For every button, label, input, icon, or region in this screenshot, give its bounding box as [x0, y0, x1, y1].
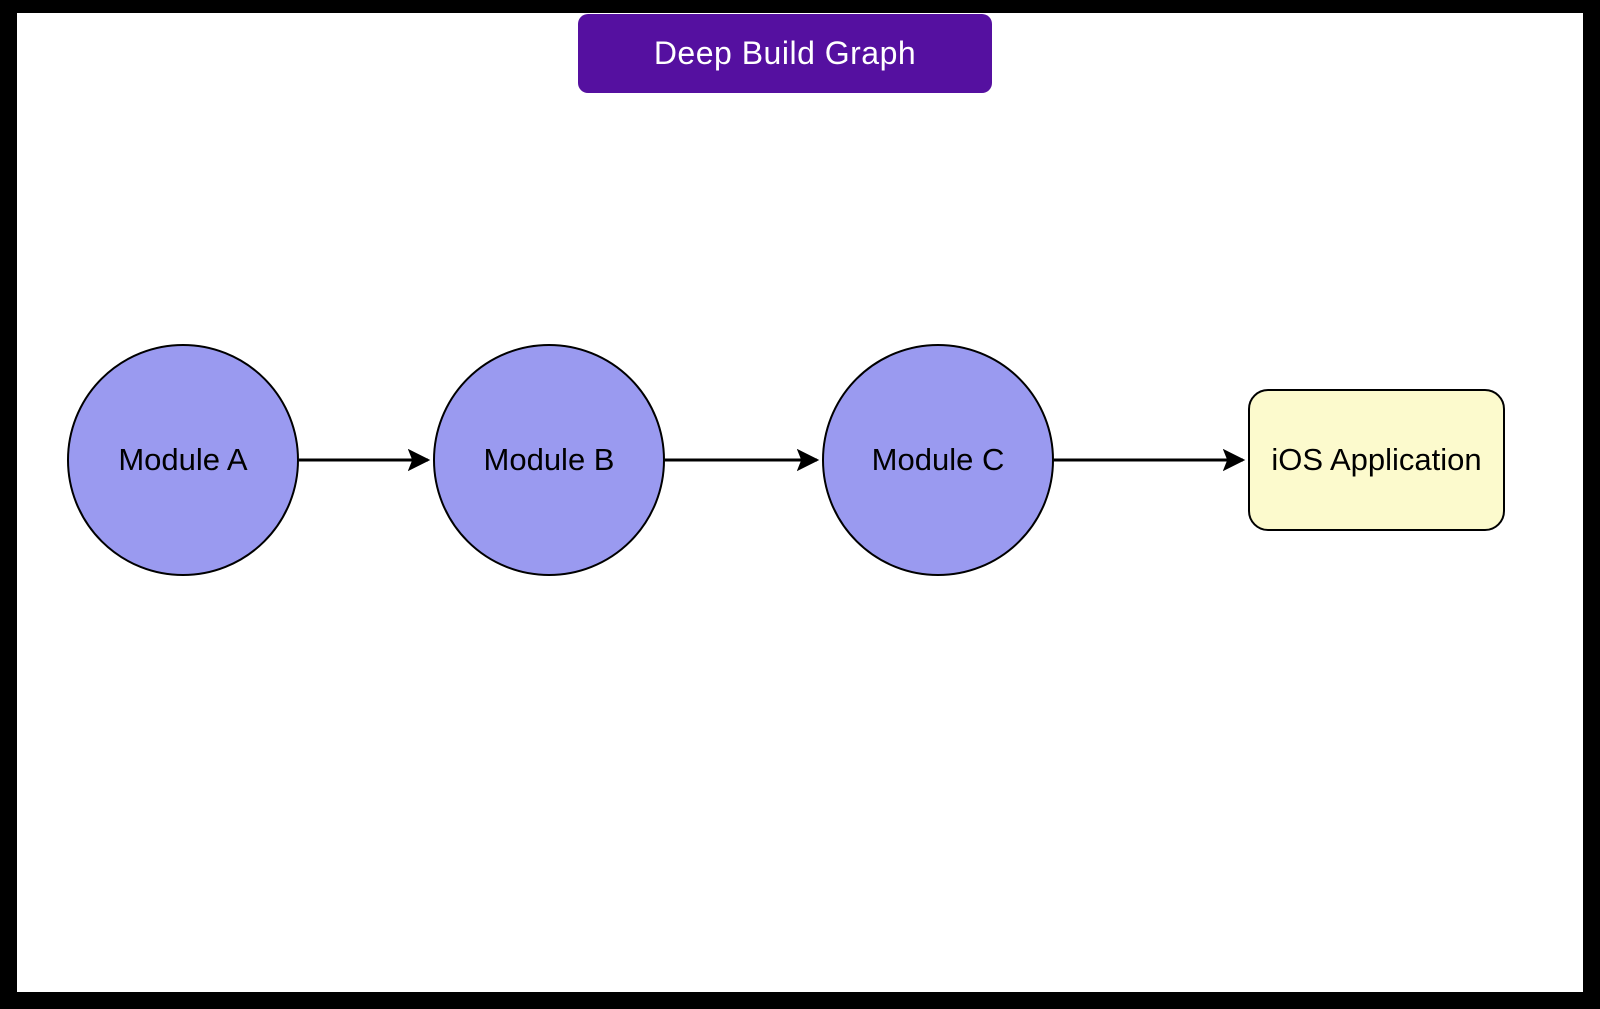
node-module-b-label: Module B	[483, 442, 615, 477]
node-ios-application-label: iOS Application	[1271, 442, 1482, 477]
node-ios-application: iOS Application	[1248, 389, 1505, 531]
node-module-c: Module C	[822, 344, 1054, 576]
node-module-a-label: Module A	[118, 442, 248, 477]
node-module-a: Module A	[67, 344, 299, 576]
node-module-b: Module B	[433, 344, 665, 576]
diagram-title: Deep Build Graph	[653, 35, 917, 71]
node-module-c-label: Module C	[871, 442, 1005, 477]
diagram-title-banner: Deep Build Graph	[578, 14, 992, 93]
